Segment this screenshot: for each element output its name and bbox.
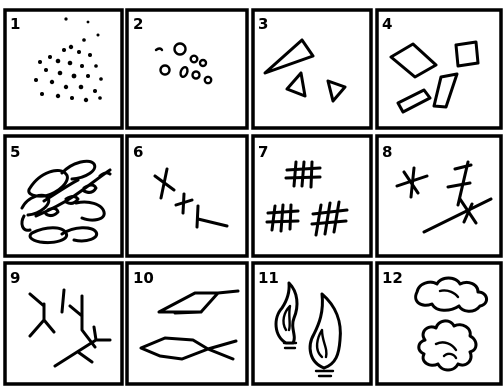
cell-1-border	[5, 10, 122, 128]
cell-label-6: 6	[133, 143, 143, 161]
crosses-drawing	[155, 169, 227, 227]
flames-drawing	[276, 283, 340, 376]
cell-label-12: 12	[382, 269, 403, 287]
cell-4-border	[377, 10, 501, 128]
cell-6-border	[127, 136, 247, 256]
cell-label-7: 7	[258, 143, 268, 161]
rectangles-drawing	[391, 42, 478, 112]
cell-label-5: 5	[10, 143, 20, 161]
cell-9-border	[5, 263, 122, 384]
dots-cluster-drawing	[34, 17, 103, 102]
lozenges-drawing	[141, 291, 238, 359]
cell-label-8: 8	[382, 143, 392, 161]
oval-chains-drawing	[22, 161, 110, 242]
cell-label-10: 10	[133, 269, 154, 287]
small-rings-drawing	[156, 44, 211, 84]
cell-label-4: 4	[382, 15, 392, 33]
cell-label-1: 1	[10, 15, 20, 33]
hash-grids-drawing	[267, 162, 347, 235]
branches-drawing	[30, 290, 110, 366]
cell-label-11: 11	[258, 269, 279, 287]
clouds-drawing	[416, 278, 487, 370]
cell-label-2: 2	[133, 15, 143, 33]
cell-label-9: 9	[10, 269, 20, 287]
cell-7-border	[253, 136, 371, 256]
triangles-drawing	[265, 40, 345, 101]
stars-drawing	[397, 162, 491, 232]
cell-label-3: 3	[258, 15, 268, 33]
cell-8-border	[377, 136, 501, 256]
